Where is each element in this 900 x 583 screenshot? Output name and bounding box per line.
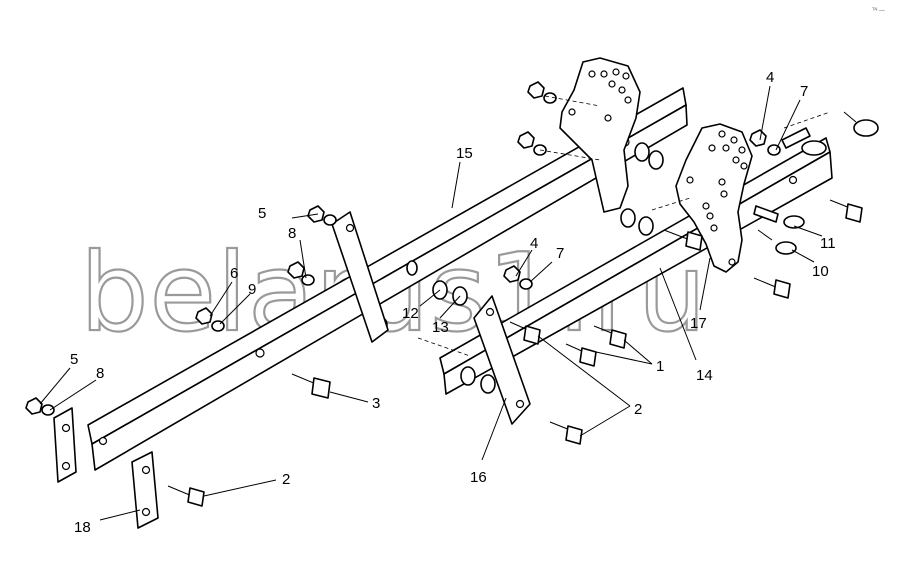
callout-14: 14 xyxy=(696,367,713,384)
callout-7-middle: 7 xyxy=(556,245,564,262)
callout-8-lower: 8 xyxy=(96,365,104,382)
callout-11: 11 xyxy=(820,235,836,252)
callout-9: 9 xyxy=(248,281,256,298)
callout-4-middle: 4 xyxy=(530,235,538,252)
bolts xyxy=(167,199,863,507)
callout-3: 3 xyxy=(372,395,380,412)
corner-mark: ᵀᴺ — xyxy=(872,7,885,14)
callout-6: 6 xyxy=(230,265,238,282)
assembly-lines xyxy=(417,95,831,357)
bracket-upper xyxy=(331,211,389,343)
callout-8-upper: 8 xyxy=(288,225,296,242)
callout-2-left: 2 xyxy=(282,471,290,488)
plate-17-rear xyxy=(559,57,641,213)
callout-7-top: 7 xyxy=(800,83,808,100)
callout-4-top: 4 xyxy=(766,69,774,86)
callout-labels: 1 2 2 3 4 4 5 5 6 7 7 8 8 9 10 11 12 13 … xyxy=(70,69,836,536)
leader-lines xyxy=(39,85,823,521)
plate-18-pair xyxy=(53,407,159,529)
pins-and-rings xyxy=(753,111,879,255)
callout-5-upper: 5 xyxy=(258,205,266,222)
callout-15: 15 xyxy=(456,145,473,162)
bracket-16 xyxy=(473,295,531,425)
callout-16: 16 xyxy=(470,469,487,486)
plate-17 xyxy=(675,123,753,273)
callout-12: 12 xyxy=(402,305,419,322)
callout-13: 13 xyxy=(432,319,449,336)
callout-5-lower: 5 xyxy=(70,351,78,368)
beam-15 xyxy=(87,87,688,471)
callout-17: 17 xyxy=(690,315,707,332)
callout-1: 1 xyxy=(656,358,664,375)
callout-18: 18 xyxy=(74,519,91,536)
callout-10: 10 xyxy=(812,263,829,280)
callout-2-right: 2 xyxy=(634,401,642,418)
